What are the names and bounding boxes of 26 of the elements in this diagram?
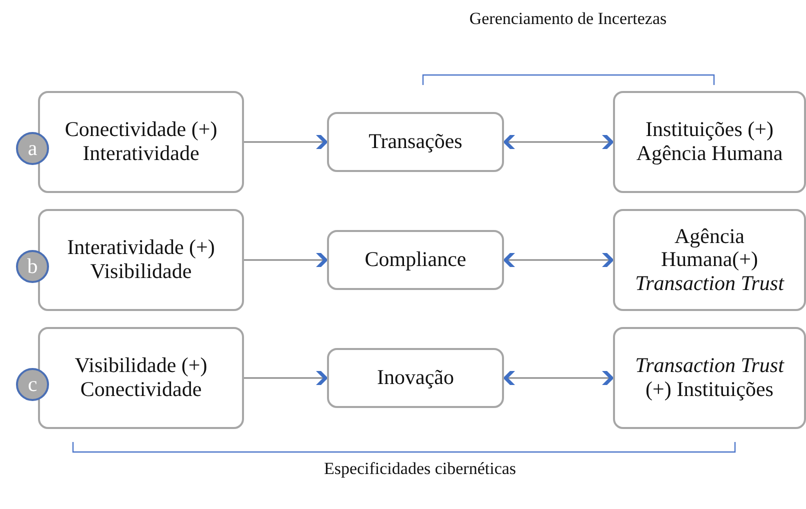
process-box xyxy=(38,91,244,193)
box-text: Compliance xyxy=(364,248,466,272)
process-box xyxy=(613,209,806,311)
letter: a xyxy=(28,138,38,159)
process-box xyxy=(327,230,504,290)
letter-circle xyxy=(16,132,49,165)
process-box xyxy=(613,327,806,429)
box-text: Transações xyxy=(368,130,462,154)
process-box xyxy=(613,91,806,193)
bracket-label: Gerenciamento de Incertezas xyxy=(468,8,668,30)
box-text: Conectividade (+) Interatividade xyxy=(64,118,218,166)
process-box xyxy=(38,327,244,429)
box-text: Agência Humana(+) Transaction Trust xyxy=(634,224,786,296)
letter-circle xyxy=(16,250,49,283)
process-box xyxy=(38,209,244,311)
box-text: Inovação xyxy=(377,366,454,390)
process-box xyxy=(327,348,504,408)
letter: b xyxy=(27,256,38,277)
box-text: Instituições (+) Agência Humana xyxy=(635,118,784,166)
box-text: Transaction Trust (+) Instituições xyxy=(634,354,786,402)
letter-circle xyxy=(16,368,49,401)
box-text: Visibilidade (+) Conectividade xyxy=(74,354,208,402)
process-box xyxy=(327,112,504,172)
letter: c xyxy=(28,374,38,395)
bracket-label: Especificidades cibernéticas xyxy=(322,458,518,480)
box-text: Interatividade (+) Visibilidade xyxy=(66,236,216,284)
